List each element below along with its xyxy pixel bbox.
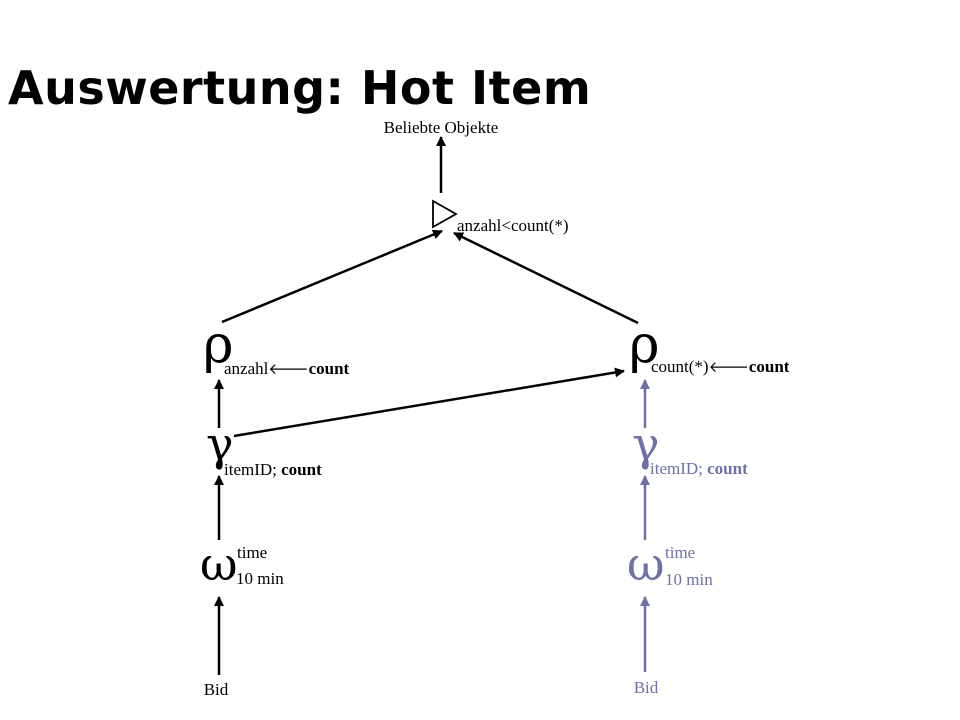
omega-left-sup: time — [237, 543, 267, 562]
omega-left-symbol: ω — [200, 537, 238, 591]
gamma-left-sub-plain: itemID; — [224, 460, 281, 479]
rho-left-sub-plain: anzahl — [224, 359, 269, 378]
edge-rho-right-to-filter — [453, 231, 639, 325]
edges — [214, 136, 650, 675]
gamma-right-sub-plain: itemID; — [650, 459, 707, 478]
left-arrow-icon: 🡐 — [268, 360, 308, 378]
gamma-right-subscript: itemID; count — [650, 459, 748, 478]
rho-right-symbol: ρ — [629, 315, 660, 375]
omega-left-sub: 10 min — [236, 569, 284, 588]
rho-right-node: ρ count(*)🡐count — [629, 315, 790, 376]
output-label: Beliebte Objekte — [384, 118, 499, 137]
rho-right-subscript: count(*)🡐count — [651, 357, 790, 376]
triangle-right-icon — [432, 199, 458, 229]
gamma-right-sub-bold: count — [707, 459, 748, 478]
rho-left-sub-bold: count — [309, 359, 350, 378]
gamma-left-sub-bold: count — [281, 460, 322, 479]
rho-right-sub-bold: count — [749, 357, 790, 376]
rho-left-subscript: anzahl🡐count — [224, 359, 350, 378]
omega-right-symbol: ω — [627, 537, 665, 591]
omega-right-node: ω time 10 min — [627, 537, 713, 591]
rho-left-symbol: ρ — [203, 315, 234, 375]
omega-right-sub: 10 min — [665, 570, 713, 589]
filter-subscript: anzahl<count(*) — [457, 216, 569, 235]
left-arrow-icon: 🡐 — [709, 358, 749, 376]
gamma-right-node: γ itemID; count — [632, 417, 748, 478]
slide-title: Auswertung: Hot Item — [8, 61, 592, 115]
bid-right-label: Bid — [634, 678, 659, 697]
edge-gamma-left-to-rho-right — [233, 367, 625, 438]
filter-node: anzahl<count(*) — [432, 199, 569, 235]
gamma-right-symbol: γ — [632, 417, 660, 471]
rho-right-sub-plain: count(*) — [651, 357, 709, 376]
rho-left-node: ρ anzahl🡐count — [203, 315, 350, 378]
gamma-left-subscript: itemID; count — [224, 460, 322, 479]
gamma-left-symbol: γ — [206, 417, 234, 471]
gamma-left-node: γ itemID; count — [206, 417, 322, 479]
omega-right-sup: time — [665, 543, 695, 562]
bid-left-label: Bid — [204, 680, 229, 699]
omega-left-node: ω time 10 min — [200, 537, 284, 591]
edge-rho-left-to-filter — [221, 229, 443, 324]
